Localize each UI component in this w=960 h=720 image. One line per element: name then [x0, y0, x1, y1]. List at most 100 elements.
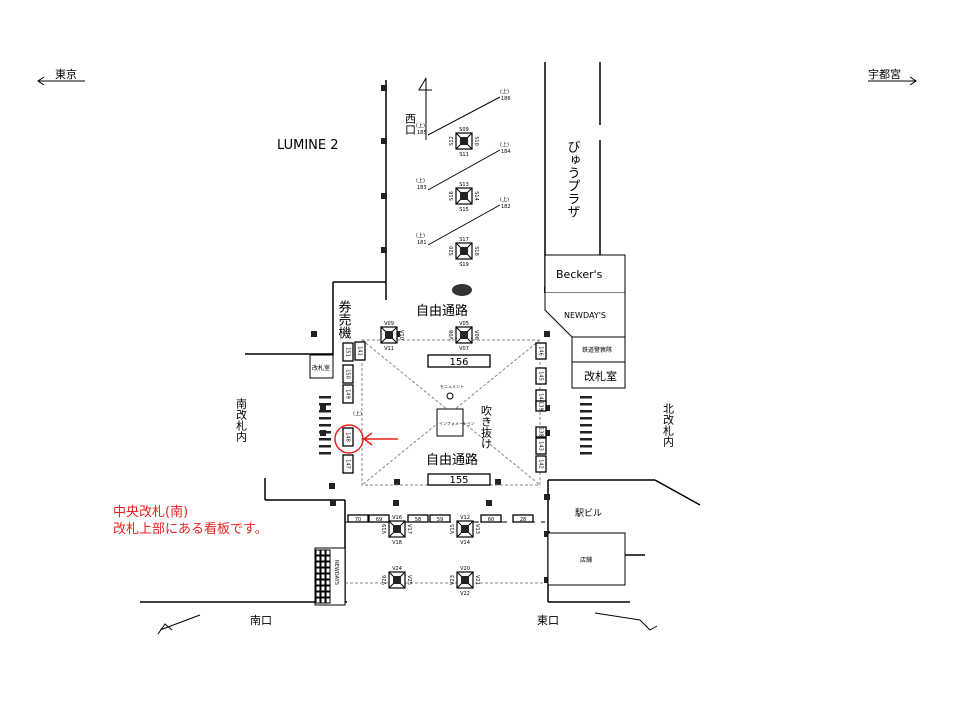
column-marker	[381, 193, 387, 199]
gate	[319, 445, 331, 448]
column-marker	[544, 494, 550, 500]
ad-label: 148	[345, 432, 351, 442]
gate	[319, 396, 331, 399]
pillar-label: S14	[473, 191, 479, 201]
ad-label: 58	[415, 517, 421, 523]
shelf-cell	[320, 579, 326, 586]
pillar-label: V08	[449, 330, 455, 340]
ad-panel	[347, 514, 369, 523]
ad-label: (上)	[416, 177, 425, 184]
ad-label: (上)	[353, 410, 362, 417]
ad-label: 181	[417, 240, 427, 246]
gate	[319, 431, 331, 434]
pillar-label: V17	[406, 524, 412, 534]
ad-panel	[535, 367, 547, 385]
ad-label: (上)	[416, 232, 425, 239]
grate-icon	[452, 284, 472, 296]
gate	[580, 403, 592, 406]
column-marker	[544, 577, 550, 583]
ad-label: 182	[501, 204, 511, 210]
shelf-cell	[325, 573, 331, 580]
ad-label: (上)	[416, 122, 425, 129]
railway-police-label: 鉄道警察隊	[582, 346, 612, 354]
ad-panel	[535, 342, 547, 360]
column-marker	[544, 430, 550, 436]
ad-label: 60	[488, 517, 494, 523]
ad-label: 145	[538, 371, 544, 381]
ad-label: 146	[538, 346, 544, 356]
gate	[319, 417, 331, 420]
gate	[319, 424, 331, 427]
shelf-cell	[325, 555, 331, 562]
pillar-label: V23	[450, 575, 456, 585]
ad-panel	[407, 514, 429, 523]
column-marker	[495, 479, 501, 485]
gate	[580, 396, 592, 399]
gate	[580, 417, 592, 420]
pillars: S09S10S11S12S13S14S15S16S17S18S19S20V09V…	[380, 127, 480, 597]
ticket-office-north-label: 改札室	[584, 369, 617, 383]
column-marker	[486, 500, 492, 506]
ad-panel	[368, 514, 390, 523]
pillar-label: V16	[392, 515, 402, 521]
direction-utsunomiya: 宇都宮	[868, 67, 917, 86]
pillar-label: S18	[473, 246, 479, 256]
pillar-label: V26	[382, 575, 388, 585]
shelf-cell	[325, 597, 331, 604]
leader-line	[427, 96, 501, 136]
gate	[319, 438, 331, 441]
south-exit-label: 南口	[250, 614, 272, 627]
pillar-label: V05	[459, 321, 469, 327]
direction-tokyo: 東京	[37, 67, 85, 86]
pillar-label: V11	[384, 346, 394, 352]
station-building-label: 駅ビル	[575, 508, 602, 519]
information-desk[interactable]	[436, 408, 464, 437]
gate	[580, 410, 592, 413]
gate	[319, 410, 331, 413]
ad-panel	[535, 437, 547, 455]
pillar-label: S13	[459, 182, 469, 188]
pillar-label: V09	[384, 321, 394, 327]
column-marker	[544, 331, 550, 337]
ad-panel	[535, 426, 547, 438]
ad-label: 70	[355, 517, 361, 523]
ad-label: 150	[345, 369, 351, 379]
ad-panel	[342, 342, 354, 362]
pillar-core	[385, 331, 393, 339]
pillar-label: V18	[392, 540, 402, 546]
free-passage-top-label: 自由通路	[416, 303, 468, 319]
column-marker	[320, 405, 326, 411]
column-marker	[544, 405, 550, 411]
shelf-cell	[315, 573, 321, 580]
leader-line	[427, 204, 501, 246]
column-marker	[393, 500, 399, 506]
ad-label: 144	[538, 393, 544, 403]
pillar-label: S10	[473, 136, 479, 146]
ad-panels: 151150149148147141(上)1461451441391381431…	[342, 88, 547, 523]
ad-label: (上)	[500, 88, 509, 95]
ad-panel	[512, 514, 534, 523]
pillar-label: S12	[449, 136, 455, 146]
ad-label: (上)	[500, 196, 509, 203]
pillar-label: V12	[460, 515, 470, 521]
ad-panel	[535, 455, 547, 473]
monument-label: モニュメント	[440, 384, 464, 389]
view-plaza-label: びゅうプラザ	[565, 140, 581, 218]
ad-155	[427, 473, 491, 486]
pillar-label: S15	[459, 207, 469, 213]
ad-panel	[429, 514, 451, 523]
shelf-cell	[315, 555, 321, 562]
pillar-label: S16	[449, 191, 455, 201]
ad-label: (上)	[500, 141, 509, 148]
direction-tokyo-label: 東京	[55, 67, 77, 81]
north-gates	[580, 396, 592, 455]
ad-label: 139	[538, 401, 544, 411]
shelf-cell	[325, 549, 331, 556]
gate	[580, 424, 592, 427]
pillar-core	[460, 192, 468, 200]
highlight-title: 中央改札(南)	[113, 504, 188, 520]
